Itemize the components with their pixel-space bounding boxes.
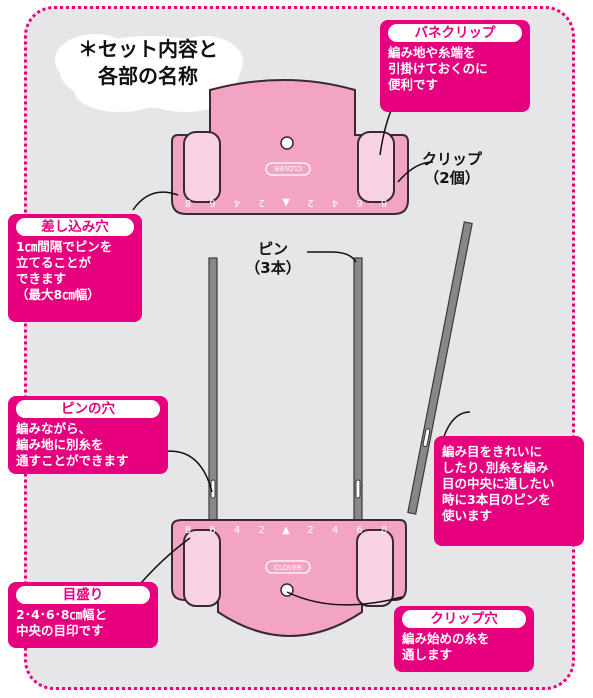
scale-top: 8 6 4 2 ▲ 2 4 6 8 [185, 197, 387, 208]
insert-hole-title: 差し込み穴 [16, 218, 134, 236]
scale-mark: 4 [234, 197, 240, 208]
scale-mark: ▲ [282, 197, 290, 208]
clip-hole-desc: 編み始めの糸を 通します [402, 631, 490, 662]
callout-insert-hole: 差し込み穴 1㎝間隔でピンを 立てることが できます （最大8㎝幅） [8, 214, 142, 322]
callout-pin-hole: ピンの穴 編みながら、 編み地に別糸を 通すことができます [8, 396, 168, 474]
pin-hole-title: ピンの穴 [16, 400, 160, 418]
scale-mark: ▲ [282, 525, 290, 536]
scale-mark: 6 [209, 525, 215, 536]
scale-mark: 4 [332, 525, 338, 536]
third-pin-desc: 編み目をきれいに したり､別糸を編み 目の中央に通したい 時に3本目のピンを 使… [442, 444, 555, 523]
scale-mark: 2 [258, 525, 264, 536]
scale-mark: 6 [356, 197, 362, 208]
insert-hole-desc: 1㎝間隔でピンを 立てることが できます （最大8㎝幅） [16, 239, 113, 302]
scale-mark: 6 [356, 525, 362, 536]
clip-top [171, 79, 409, 215]
clip-bottom [171, 519, 407, 637]
scale-mark: 8 [381, 197, 387, 208]
scale-mark: 2 [307, 525, 313, 536]
pin-hole-desc: 編みながら、 編み地に別糸を 通すことができます [16, 421, 129, 468]
spring-clip-desc: 編み地や糸端を 引掛けておくのに 便利です [388, 45, 488, 92]
scale-mark: 4 [332, 197, 338, 208]
scale-bottom: 8 6 4 2 ▲ 2 4 6 8 [185, 525, 387, 536]
callout-clip-hole: クリップ穴 編み始めの糸を 通します [394, 606, 534, 672]
callout-spring-clip: バネクリップ 編み地や糸端を 引掛けておくのに 便利です [380, 20, 530, 112]
callout-scale: 目盛り 2･4･6･8㎝幅と 中央の目印です [8, 582, 158, 648]
scale-mark: 8 [185, 525, 191, 536]
pin-center [353, 257, 363, 521]
title-cloud [55, 34, 243, 112]
scale-mark: 8 [381, 525, 387, 536]
scale-mark: 2 [258, 197, 264, 208]
scale-desc: 2･4･6･8㎝幅と 中央の目印です [16, 607, 108, 638]
pin-left [208, 257, 218, 521]
scale-mark: 8 [185, 197, 191, 208]
scale-mark: 4 [234, 525, 240, 536]
clip-hole-title: クリップ穴 [402, 610, 526, 628]
scale-mark: 2 [307, 197, 313, 208]
callout-third-pin: 編み目をきれいに したり､別糸を編み 目の中央に通したい 時に3本目のピンを 使… [434, 436, 584, 546]
spring-clip-title: バネクリップ [388, 24, 522, 42]
pin-tilted [407, 221, 473, 515]
pin-label: ピン （3本） [245, 240, 301, 277]
page-title: ＊セット内容と 各部の名称 [78, 37, 218, 88]
scale-mark: 6 [209, 197, 215, 208]
brand-bottom: CLOVER [274, 564, 302, 572]
clip-label: クリップ （2個） [421, 150, 482, 187]
scale-title: 目盛り [16, 586, 150, 604]
brand-top: CLOVER [274, 164, 302, 172]
